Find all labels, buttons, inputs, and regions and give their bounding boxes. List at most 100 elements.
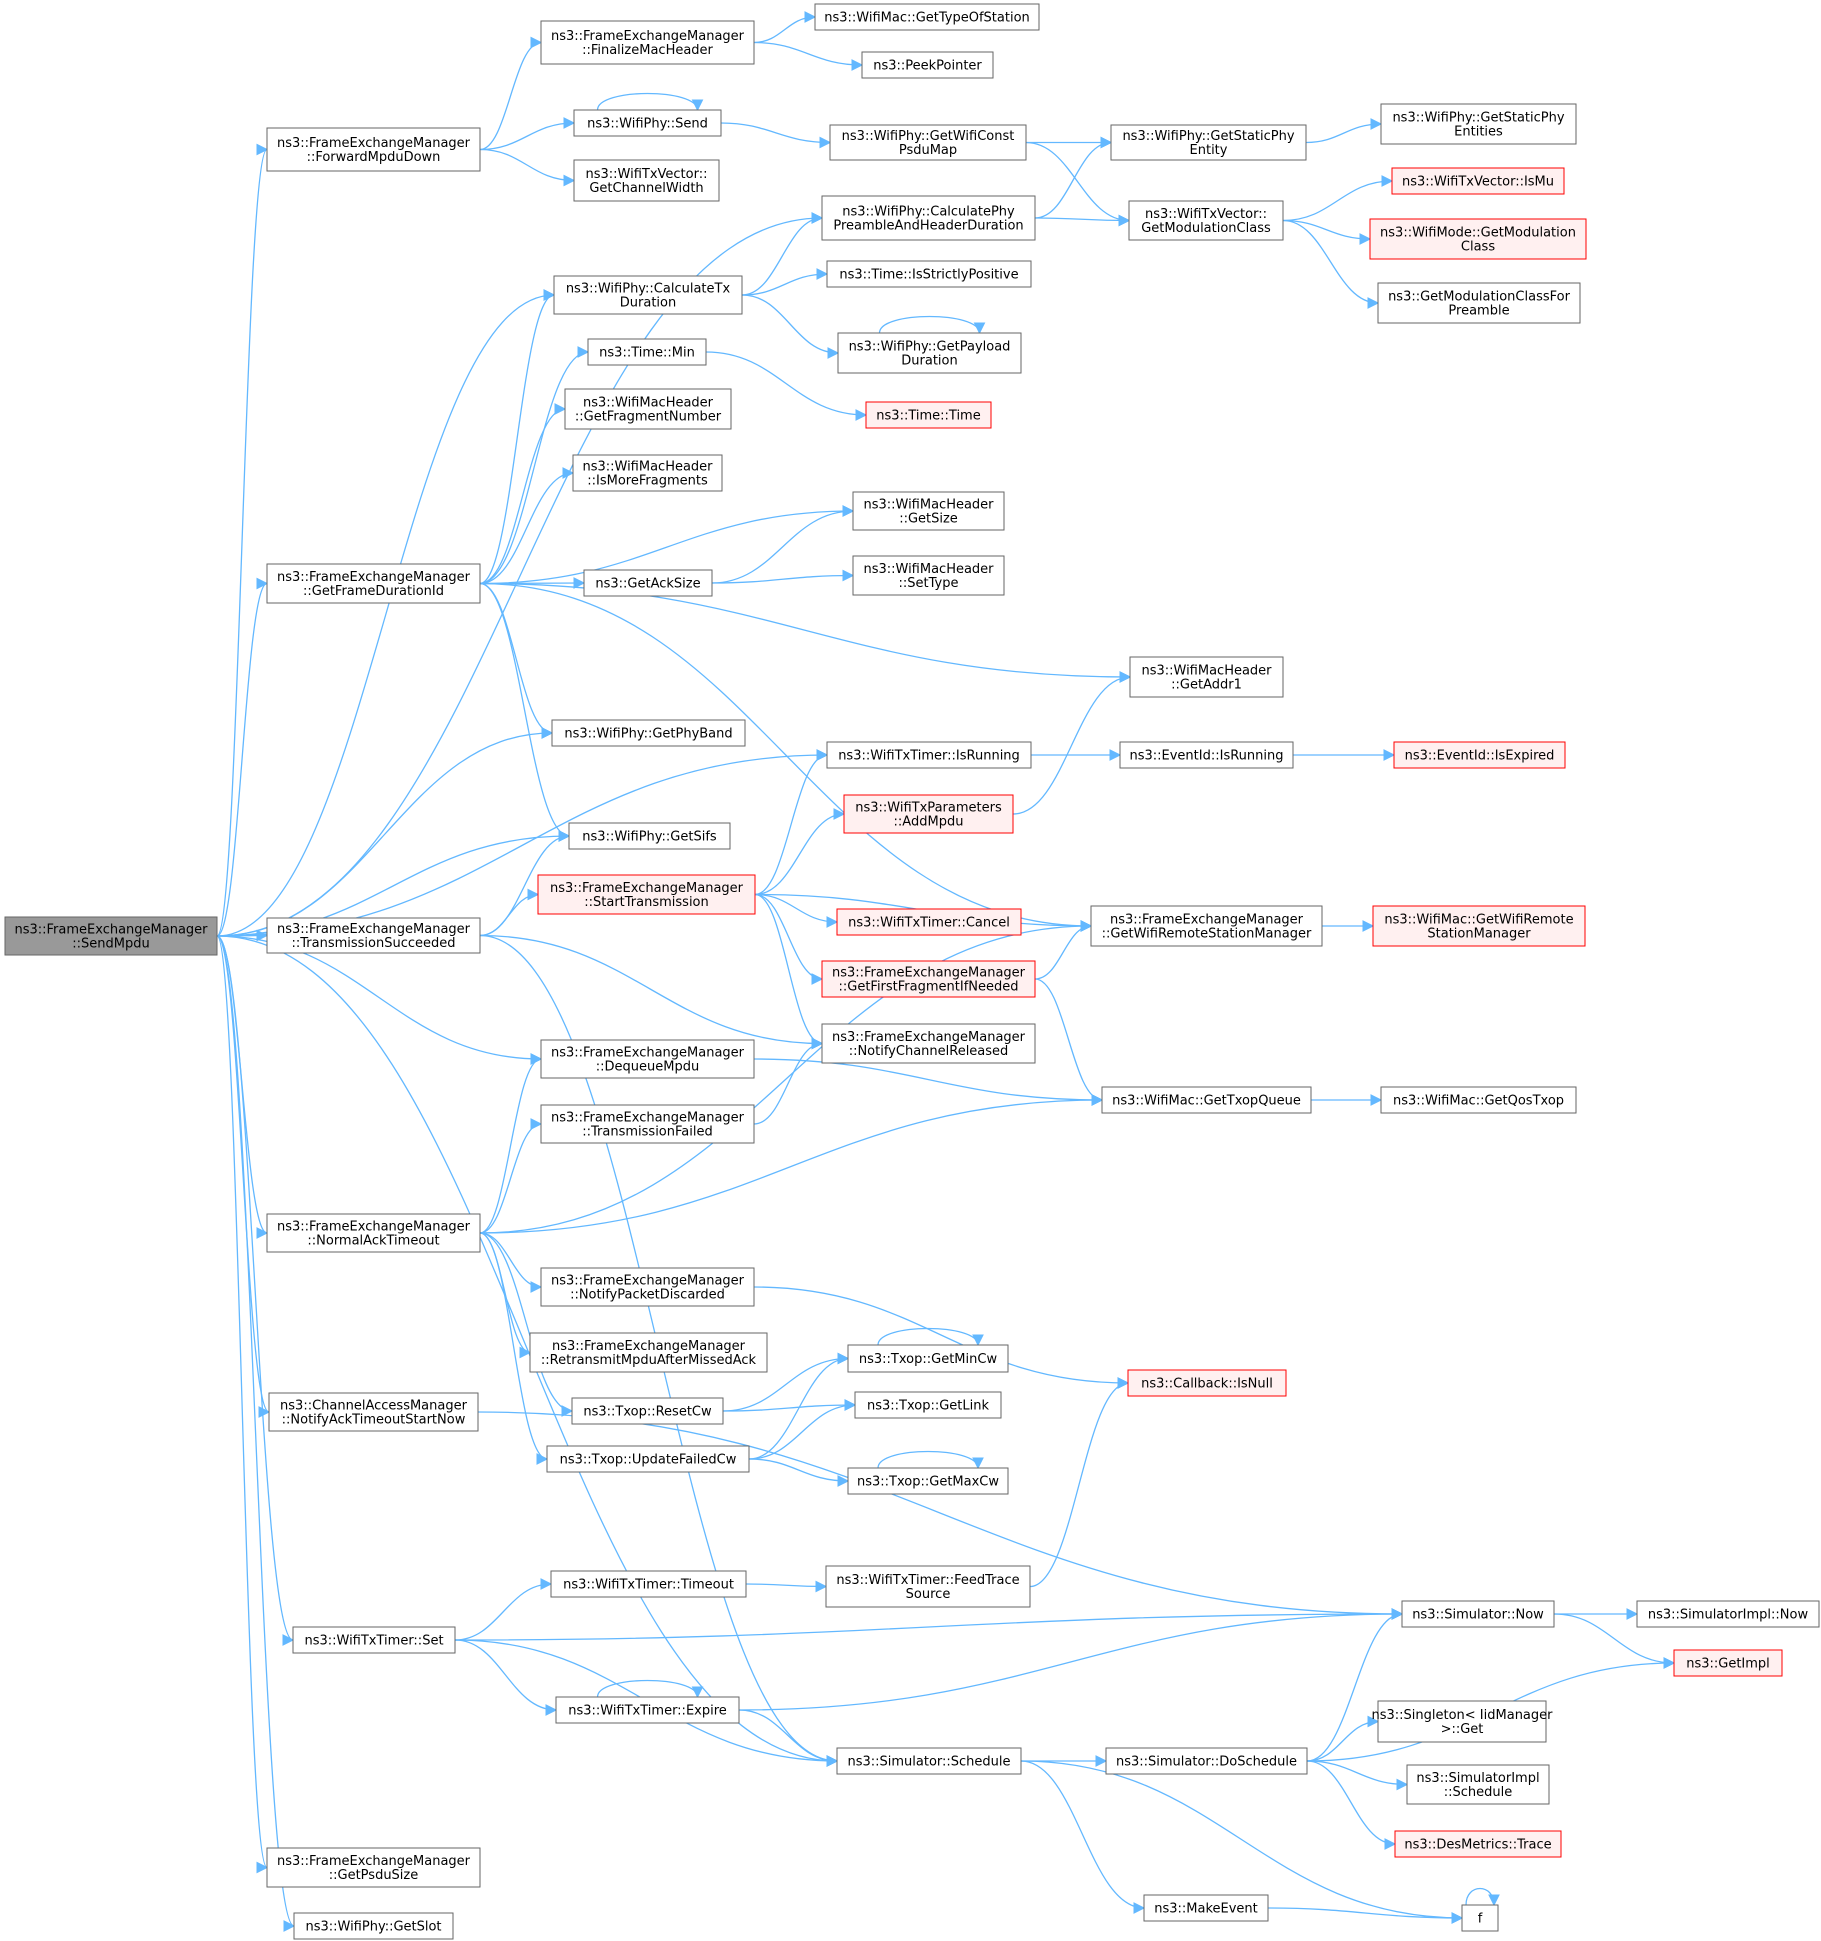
node-getlink[interactable]: ns3::Txop::GetLink [854,1391,1002,1419]
node-getmaxcw[interactable]: ns3::Txop::GetMaxCw [847,1467,1009,1495]
edge-getfirstfrag-to-getremotemgr [1034,920,1093,980]
edge-sendmpdu-to-getframedur [216,577,269,937]
node-cbisnull[interactable]: ns3::Callback::IsNull [1127,1369,1287,1397]
node-notifypktdisc[interactable]: ns3::FrameExchangeManager::NotifyPacketD… [540,1267,755,1307]
node-label: ns3::WifiMacHeader [1141,664,1272,679]
node-simschedule[interactable]: ns3::Simulator::Schedule [836,1747,1022,1775]
node-box [821,960,1036,998]
node-txtimerset[interactable]: ns3::WifiTxTimer::Set [292,1626,456,1654]
node-ismorefrag[interactable]: ns3::WifiMacHeader::IsMoreFragments [572,454,723,492]
node-singletonget[interactable]: ns3::Singleton< IidManager>::Get [1371,1700,1553,1743]
node-finmac[interactable]: ns3::FrameExchangeManager::FinalizeMacHe… [540,20,755,65]
node-box [268,1392,479,1432]
node-box [4,916,218,956]
node-macgetremote[interactable]: ns3::WifiMac::GetWifiRemoteStationManage… [1372,905,1586,947]
node-box [1119,741,1294,769]
node-getsifs[interactable]: ns3::WifiPhy::GetSifs [568,822,731,850]
node-txtimerexpire[interactable]: ns3::WifiTxTimer::Expire [555,1696,740,1724]
node-getmincw[interactable]: ns3::Txop::GetMinCw [847,1344,1009,1373]
node-getimpl[interactable]: ns3::GetImpl [1673,1649,1783,1677]
node-physend[interactable]: ns3::WifiPhy::Send [573,109,722,137]
node-label: ns3::WifiMacHeader [863,498,994,513]
node-addmpdu[interactable]: ns3::WifiTxParameters::AddMpdu [843,794,1014,834]
node-txtimerisrunning[interactable]: ns3::WifiTxTimer::IsRunning [826,741,1032,769]
node-simimplnow[interactable]: ns3::SimulatorImpl::Now [1636,1600,1820,1628]
node-calcpreamble[interactable]: ns3::WifiPhy::CalculatePhyPreambleAndHea… [821,195,1036,241]
node-label: ::SetType [899,576,959,591]
node-eventisrunning[interactable]: ns3::EventId::IsRunning [1119,741,1294,769]
node-getslot[interactable]: ns3::WifiPhy::GetSlot [293,1912,454,1940]
node-label: ns3::WifiTxVector:: [585,167,707,182]
node-isstrictly[interactable]: ns3::Time::IsStrictlyPositive [826,260,1032,288]
node-label: ns3::WifiMacHeader [582,460,713,475]
node-label: ::TransmissionFailed [582,1125,712,1140]
node-modegetmod[interactable]: ns3::WifiMode::GetModulationClass [1369,218,1587,260]
node-label: PsduMap [899,143,957,158]
node-starttx[interactable]: ns3::FrameExchangeManager::StartTransmis… [537,874,756,915]
node-txtimertimeout[interactable]: ns3::WifiTxTimer::Timeout [550,1570,747,1598]
edge-txtimerset-to-txtimerexpire [454,1639,558,1716]
node-isexpired[interactable]: ns3::EventId::IsExpired [1393,741,1566,769]
node-gettxopqueue[interactable]: ns3::WifiMac::GetTxopQueue [1101,1086,1312,1114]
node-f[interactable]: f [1461,1904,1499,1932]
node-getchannelwidth[interactable]: ns3::WifiTxVector::GetChannelWidth [573,159,720,202]
node-getaddr1[interactable]: ns3::WifiMacHeader::GetAddr1 [1129,656,1284,698]
node-getframedur[interactable]: ns3::FrameExchangeManager::GetFrameDurat… [266,563,481,604]
node-makeevent[interactable]: ns3::MakeEvent [1143,1894,1269,1922]
node-getacksize[interactable]: ns3::GetAckSize [583,569,713,597]
node-getfragnum[interactable]: ns3::WifiMacHeader::GetFragmentNumber [564,388,732,430]
node-getremotemgr[interactable]: ns3::FrameExchangeManager::GetWifiRemote… [1090,905,1323,947]
node-simimplschedule[interactable]: ns3::SimulatorImpl::Schedule [1406,1764,1550,1805]
node-dequeuempdu[interactable]: ns3::FrameExchangeManager::DequeueMpdu [540,1039,755,1079]
node-box [821,1023,1036,1064]
edge-fwdmpdu-to-getchannelwidth [479,148,576,187]
node-getfirstfrag[interactable]: ns3::FrameExchangeManager::GetFirstFragm… [821,960,1036,998]
node-hdrgetsize[interactable]: ns3::WifiMacHeader::GetSize [852,491,1005,531]
node-ismu[interactable]: ns3::WifiTxVector::IsMu [1391,167,1565,195]
node-sendmpdu[interactable]: ns3::FrameExchangeManager::SendMpdu [4,916,218,956]
node-gettypeofstation[interactable]: ns3::WifiMac::GetTypeOfStation [814,3,1040,31]
node-label: ns3::WifiTxVector::IsMu [1402,175,1554,190]
edge-notifypktdisc-to-cbisnull [753,1286,1130,1389]
node-txsucceeded[interactable]: ns3::FrameExchangeManager::TransmissionS… [266,917,481,954]
node-txtimercancel[interactable]: ns3::WifiTxTimer::Cancel [836,908,1022,936]
node-label: ns3::Txop::GetMaxCw [857,1475,999,1490]
node-timetime[interactable]: ns3::Time::Time [865,401,992,429]
node-notifychanrel[interactable]: ns3::FrameExchangeManager::NotifyChannel… [821,1023,1036,1064]
node-timemin[interactable]: ns3::Time::Min [587,338,707,366]
node-box [1380,1086,1577,1114]
node-retransmit[interactable]: ns3::FrameExchangeManager::RetransmitMpd… [529,1332,768,1373]
node-box [266,1213,481,1253]
node-getqostxop[interactable]: ns3::WifiMac::GetQosTxop [1380,1086,1577,1114]
node-chanaccess[interactable]: ns3::ChannelAccessManager::NotifyAckTime… [268,1392,479,1432]
node-box [1391,167,1565,195]
node-box [1636,1600,1820,1628]
node-fwdmpdu[interactable]: ns3::FrameExchangeManager::ForwardMpduDo… [266,127,481,172]
node-desmetrics[interactable]: ns3::DesMetrics::Trace [1394,1830,1562,1858]
node-box [847,1344,1009,1373]
node-resetcw[interactable]: ns3::Txop::ResetCw [571,1397,724,1425]
node-updatefailedcw[interactable]: ns3::Txop::UpdateFailedCw [546,1445,750,1473]
edge-calcpreamble-to-getstaticphyentity [1034,136,1113,219]
node-settype[interactable]: ns3::WifiMacHeader::SetType [852,555,1005,596]
node-peekpointer[interactable]: ns3::PeekPointer [861,51,994,79]
node-getpsdusize[interactable]: ns3::FrameExchangeManager::GetPsduSize [266,1847,481,1888]
node-box [861,51,994,79]
node-simdoschedule[interactable]: ns3::Simulator::DoSchedule [1105,1747,1308,1775]
node-simnow[interactable]: ns3::Simulator::Now [1401,1600,1555,1628]
node-getphyband[interactable]: ns3::WifiPhy::GetPhyBand [551,719,746,747]
edge-updatefailedcw-to-getmincw [748,1352,850,1460]
edge-simdoschedule-to-singletonget [1306,1715,1380,1762]
node-normalack[interactable]: ns3::FrameExchangeManager::NormalAckTime… [266,1213,481,1253]
node-box [1673,1649,1783,1677]
node-getmodclass[interactable]: ns3::WifiTxVector::GetModulationClass [1128,200,1284,241]
node-txfailed[interactable]: ns3::FrameExchangeManager::TransmissionF… [540,1104,755,1144]
edge-txtimertimeout-to-feedtrace [745,1580,828,1593]
